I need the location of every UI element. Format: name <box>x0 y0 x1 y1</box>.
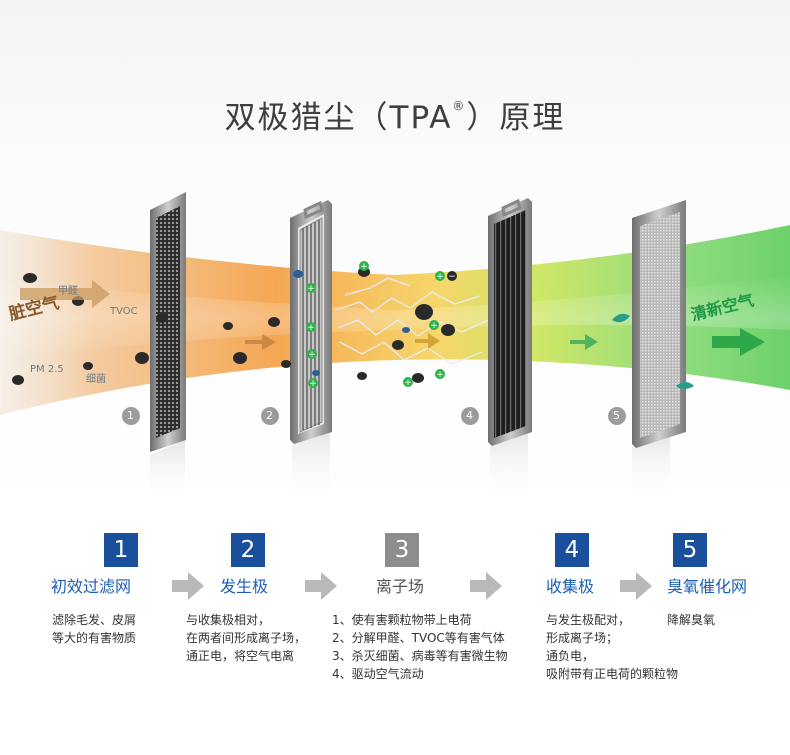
step-1-number: 1 <box>104 533 138 567</box>
step-2-description: 与收集极相对， 在两者间形成离子场， 通正电，将空气电离 <box>186 611 306 665</box>
svg-text:+: + <box>360 262 368 272</box>
step-5-number: 5 <box>673 533 707 567</box>
filter-number-2: 2 <box>266 409 273 422</box>
step-4-desc-line: 通负电， <box>546 649 595 663</box>
step-4-desc-line: 形成离子场； <box>546 631 619 645</box>
step-2-title: 发生极 <box>220 577 269 596</box>
step-4-number: 4 <box>555 533 589 567</box>
svg-text:−: − <box>448 272 456 282</box>
step-4-title: 收集极 <box>546 577 595 596</box>
step-3-desc-line: 4、驱动空气流动 <box>332 667 424 681</box>
step-1-desc-line: 滤除毛发、皮屑 <box>52 613 137 627</box>
step-5-description: 降解臭氧 <box>667 611 715 629</box>
filter-number-4: 4 <box>466 409 473 422</box>
svg-text:+: + <box>307 284 315 294</box>
step-2-desc-line: 与收集极相对， <box>186 613 271 627</box>
pollutant-tvoc: TVOC <box>110 306 138 317</box>
filter-number-1: 1 <box>127 409 134 422</box>
filter-number-5: 5 <box>613 409 620 422</box>
step-2-desc-line: 通正电，将空气电离 <box>186 649 295 663</box>
pollutant-bacteria: 细菌 <box>86 374 106 385</box>
title-main: 双极猎尘（TPA <box>224 100 453 136</box>
svg-text:+: + <box>436 272 444 282</box>
step-3-description: 1、使有害颗粒物带上电荷 2、分解甲醛、TVOC等有害气体 3、杀灭细菌、病毒等… <box>332 611 508 683</box>
step-5-title: 臭氧催化网 <box>667 577 748 596</box>
svg-text:+: + <box>430 321 438 331</box>
pollutant-pm25: PM 2.5 <box>30 364 64 375</box>
step-3-title: 离子场 <box>376 577 425 596</box>
filter-number-markers <box>122 407 626 425</box>
step-1-desc-line: 等大的有害物质 <box>52 631 137 645</box>
flow-arrows <box>20 280 765 356</box>
title-tail: ）原理 <box>466 100 566 136</box>
step-1-title: 初效过滤网 <box>51 577 132 596</box>
svg-text:+: + <box>404 378 412 388</box>
svg-text:+: + <box>309 379 317 389</box>
step-3-desc-line: 2、分解甲醛、TVOC等有害气体 <box>332 631 505 645</box>
step-4-desc-line: 与发生极配对， <box>546 613 631 627</box>
registered-mark: ® <box>452 99 467 113</box>
page-title: 双极猎尘（TPA®）原理 <box>0 92 790 137</box>
step-2-number: 2 <box>231 533 265 567</box>
step-3-desc-line: 1、使有害颗粒物带上电荷 <box>332 613 472 627</box>
step-2-desc-line: 在两者间形成离子场， <box>186 631 307 645</box>
step-3-desc-line: 3、杀灭细菌、病毒等有害微生物 <box>332 649 508 663</box>
step-5-desc-line: 降解臭氧 <box>667 613 716 627</box>
tpa-illustration: + + + + + + − + + + <box>0 192 790 500</box>
svg-text:+: + <box>436 370 444 380</box>
step-1-description: 滤除毛发、皮屑 等大的有害物质 <box>52 611 136 647</box>
svg-text:+: + <box>307 323 315 333</box>
charge-markers: + + + + + + − + + + <box>306 261 457 389</box>
filter-4-collector-electrode <box>488 198 532 446</box>
svg-text:+: + <box>308 350 316 360</box>
filter-5-ozone-catalyst <box>632 200 686 448</box>
pollutant-formaldehyde: 甲醛 <box>58 286 78 297</box>
step-4-desc-line: 吸附带有正电荷的颗粒物 <box>546 667 679 681</box>
step-4-description: 与发生极配对， 形成离子场； 通负电， 吸附带有正电荷的颗粒物 <box>546 611 678 683</box>
filter-1-primary-mesh <box>150 192 186 452</box>
step-3-number: 3 <box>385 533 419 567</box>
